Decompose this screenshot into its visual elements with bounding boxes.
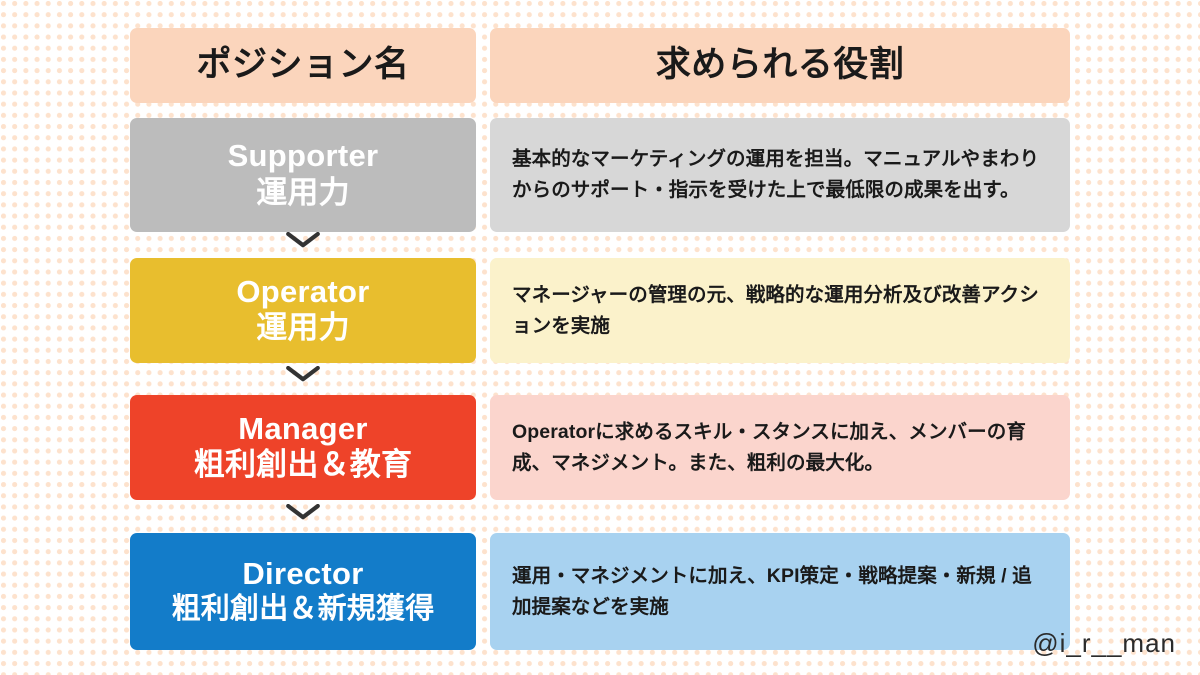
role-cell-supporter: 基本的なマーケティングの運用を担当。マニュアルやまわりからのサポート・指示を受け… — [490, 118, 1070, 232]
header-cell-position: ポジション名 — [130, 28, 476, 103]
chevron-down-icon — [286, 504, 320, 522]
position-name-en-director: Director — [242, 555, 364, 591]
position-name-en-supporter: Supporter — [227, 138, 379, 174]
header-label-position: ポジション名 — [196, 45, 410, 85]
header-label-role: 求められる役割 — [655, 45, 905, 85]
position-cell-supporter[interactable]: Supporter 運用力 — [130, 118, 476, 232]
role-cell-operator: マネージャーの管理の元、戦略的な運用分析及び改善アクションを実施 — [490, 258, 1070, 363]
role-description-manager: Operatorに求めるスキル・スタンスに加え、メンバーの育成、マネジメント。ま… — [512, 420, 1026, 474]
role-description-director: 運用・マネジメントに加え、KPI策定・戦略提案・新規 / 追加提案などを実施 — [512, 564, 1032, 618]
header-cell-role: 求められる役割 — [490, 28, 1070, 103]
role-cell-director: 運用・マネジメントに加え、KPI策定・戦略提案・新規 / 追加提案などを実施 — [490, 533, 1070, 650]
role-cell-manager: Operatorに求めるスキル・スタンスに加え、メンバーの育成、マネジメント。ま… — [490, 395, 1070, 500]
position-cell-director[interactable]: Director 粗利創出＆新規獲得 — [130, 533, 476, 650]
position-name-en-manager: Manager — [238, 410, 368, 446]
position-name-jp-operator: 運用力 — [256, 310, 350, 346]
role-description-operator: マネージャーの管理の元、戦略的な運用分析及び改善アクションを実施 — [512, 283, 1039, 337]
watermark-handle: @i_r__man — [1032, 628, 1176, 658]
chevron-down-icon — [286, 366, 320, 384]
position-name-jp-director: 粗利創出＆新規獲得 — [171, 592, 435, 625]
chevron-down-icon — [286, 232, 320, 250]
position-name-jp-manager: 粗利創出＆教育 — [193, 447, 413, 483]
position-cell-manager[interactable]: Manager 粗利創出＆教育 — [130, 395, 476, 500]
position-cell-operator[interactable]: Operator 運用力 — [130, 258, 476, 363]
position-name-jp-supporter: 運用力 — [256, 174, 350, 210]
position-name-en-operator: Operator — [236, 273, 370, 309]
role-description-supporter: 基本的なマーケティングの運用を担当。マニュアルやまわりからのサポート・指示を受け… — [512, 148, 1040, 201]
